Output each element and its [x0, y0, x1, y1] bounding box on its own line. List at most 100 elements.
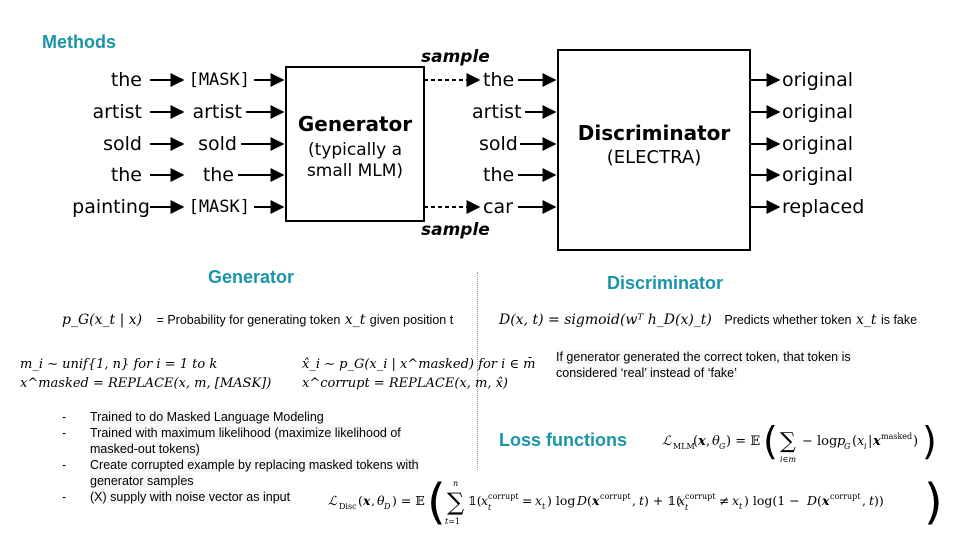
disc-loss-equation: ℒ Disc ( x , θ D ) = 𝔼 ( n ∑ t=1 𝟙( x co… [328, 474, 943, 530]
masked-token: [MASK] [188, 197, 250, 217]
svg-text:=: = [522, 493, 532, 508]
svg-text:∑: ∑ [780, 429, 796, 454]
discriminator-output: original [782, 164, 854, 186]
svg-text:θ: θ [377, 493, 385, 508]
generator-box-line3: small MLM) [306, 161, 404, 181]
svg-text:MLM: MLM [673, 442, 695, 451]
svg-text:t: t [869, 493, 875, 508]
generator-box-line2: (typically a [308, 140, 402, 160]
svg-text:i∈m: i∈m [780, 455, 796, 464]
svg-text:G: G [844, 442, 851, 451]
svg-text:,: , [706, 434, 710, 449]
loss-heading: Loss functions [499, 430, 628, 450]
svg-text:) log(1 −: ) log(1 − [744, 493, 800, 508]
generated-token: sold [479, 133, 518, 155]
generator-box: Generator (typically a small MLM) [285, 66, 425, 222]
svg-text:t: t [685, 503, 689, 512]
generator-prob-formula: p_G(x_t | x) [62, 312, 143, 328]
svg-text:(: ( [427, 474, 446, 530]
svg-text:∑: ∑ [447, 488, 464, 516]
discriminator-bullets: -If generator generated the correct toke… [528, 349, 888, 381]
section-divider [477, 272, 478, 470]
generator-prob-text-post: given position t [369, 313, 454, 327]
svg-text:x: x [678, 493, 685, 508]
svg-text:D: D [383, 502, 391, 511]
eq-corrupt: x^corrupt = REPLACE(x, m, x̂) [302, 376, 508, 391]
discriminator-text-pre: Predicts whether token [724, 313, 852, 327]
svg-text:i: i [864, 442, 867, 451]
list-item: -Trained to do Masked Language Modeling [62, 410, 324, 424]
input-token: the [110, 164, 142, 186]
svg-text:≠: ≠ [719, 493, 729, 508]
svg-text:t: t [542, 502, 546, 511]
svg-text:x: x [697, 434, 706, 449]
svg-text:D: D [806, 493, 817, 508]
generator-bullets: -Trained to do Masked Language Modeling … [62, 409, 452, 505]
discriminator-text-post: is fake [880, 313, 918, 327]
discriminator-heading: Discriminator [607, 273, 724, 293]
svg-text:G: G [719, 442, 726, 451]
svg-text:x: x [821, 493, 830, 508]
input-token: painting [72, 196, 150, 218]
discriminator-formula-line: D(x, t) = sigmoid(wᵀ h_D(x)_t) Predicts … [499, 311, 917, 329]
svg-text:masked: masked [881, 432, 912, 441]
sample-label-bottom: sample [421, 220, 490, 240]
svg-text:t: t [488, 503, 492, 512]
discriminator-output: replaced [782, 196, 865, 218]
input-token: sold [103, 133, 142, 155]
svg-text:) log: ) log [547, 493, 575, 508]
svg-text:ℒ: ℒ [662, 434, 672, 449]
discriminator-box: Discriminator (ELECTRA) [557, 49, 751, 251]
svg-text:corrupt: corrupt [488, 492, 519, 501]
svg-text:) = 𝔼: ) = 𝔼 [726, 434, 760, 449]
generator-heading: Generator [208, 267, 295, 287]
svg-text:) = 𝔼: ) = 𝔼 [392, 493, 425, 508]
svg-text:|: | [868, 434, 872, 449]
svg-text:(: ( [587, 493, 592, 508]
svg-text:,: , [371, 493, 375, 508]
svg-text:) + 𝟙(: ) + 𝟙( [644, 493, 681, 508]
eq-masked: x^masked = REPLACE(x, m, [MASK]) [20, 376, 272, 391]
svg-text:ℒ: ℒ [328, 493, 338, 508]
bullet-text: Trained to do Masked Language Modeling [90, 410, 324, 424]
svg-text:(: ( [852, 434, 857, 449]
svg-text:n: n [453, 479, 458, 488]
generated-token: the [483, 69, 515, 91]
list-item: -If generator generated the correct toke… [528, 350, 851, 380]
svg-text:(: ( [817, 493, 822, 508]
svg-text:(: ( [763, 419, 778, 463]
svg-text:x: x [857, 434, 865, 449]
svg-text:): ) [913, 434, 918, 449]
svg-text:D: D [576, 493, 587, 508]
list-item: -Trained with maximum likelihood (maximi… [62, 426, 401, 456]
svg-text:x: x [362, 493, 371, 508]
svg-text:x: x [481, 493, 488, 508]
svg-text:x: x [872, 434, 881, 449]
discriminator-box-title: Discriminator [577, 121, 731, 145]
masked-token: sold [198, 133, 237, 155]
sample-label-top: sample [421, 47, 490, 67]
svg-text:Disc: Disc [339, 502, 357, 511]
svg-text:): ) [924, 474, 943, 530]
generator-prob-text-pre: = Probability for generating token [156, 313, 341, 327]
input-token: the [110, 69, 142, 91]
svg-text:𝟙(: 𝟙( [468, 493, 482, 508]
svg-text:θ: θ [712, 434, 720, 449]
svg-text:)): )) [874, 493, 884, 508]
masked-token: [MASK] [188, 70, 250, 90]
list-item: -(X) supply with noise vector as input [62, 490, 291, 504]
generator-prob-token: x_t [344, 312, 366, 328]
generated-token: artist [472, 101, 522, 123]
generator-box-title: Generator [297, 112, 413, 136]
bullet-text: If generator generated the correct token… [556, 350, 851, 380]
svg-text:corrupt: corrupt [600, 492, 631, 501]
svg-text:,: , [632, 493, 636, 508]
masked-token: artist [192, 101, 242, 123]
discriminator-output: original [782, 69, 854, 91]
discriminator-box-subtitle: (ELECTRA) [606, 147, 702, 168]
svg-text:x: x [591, 493, 600, 508]
eq-mask-sample: m_i ∼ unif{1, n} for i = 1 to k [20, 357, 218, 372]
generated-token: the [483, 164, 515, 186]
svg-text:p: p [837, 434, 846, 449]
svg-text:(: ( [358, 493, 363, 508]
